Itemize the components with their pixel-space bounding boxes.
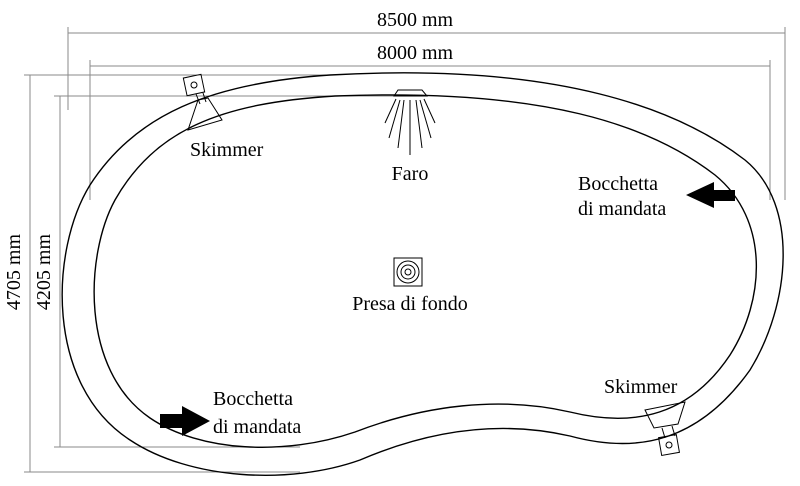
bocchetta-left-label-line2: di mandata — [213, 416, 301, 438]
faro-light-icon — [384, 89, 436, 155]
bocchetta-left-label-line1: Bocchetta — [213, 388, 293, 410]
faro-label: Faro — [392, 163, 429, 185]
presa-di-fondo-label: Presa di fondo — [352, 293, 468, 315]
skimmer-bottom-label: Skimmer — [604, 376, 678, 398]
bocchetta-right-arrow-icon — [686, 182, 735, 208]
bocchetta-right-label-line2: di mandata — [578, 198, 666, 220]
inner-height-label: 4205 mm — [33, 234, 55, 311]
dimension-outer-width: 8500 mm — [67, 9, 786, 200]
outer-width-label: 8500 mm — [377, 9, 454, 31]
bocchetta-left-arrow-icon — [160, 406, 210, 436]
dimension-inner-width: 8000 mm — [89, 42, 771, 200]
bocchetta-right-label-line1: Bocchetta — [578, 173, 658, 195]
skimmer-top-icon — [182, 73, 223, 131]
dimension-inner-height: 4205 mm — [33, 95, 400, 448]
skimmer-bottom-icon — [644, 401, 686, 457]
skimmer-top-label: Skimmer — [190, 139, 264, 161]
dimension-outer-height: 4705 mm — [3, 74, 330, 473]
presa-di-fondo-icon — [393, 257, 423, 287]
pool-outer-outline — [61, 72, 784, 476]
inner-width-label: 8000 mm — [377, 42, 454, 64]
outer-height-label: 4705 mm — [3, 234, 25, 311]
pool-inner-outline — [93, 94, 758, 448]
